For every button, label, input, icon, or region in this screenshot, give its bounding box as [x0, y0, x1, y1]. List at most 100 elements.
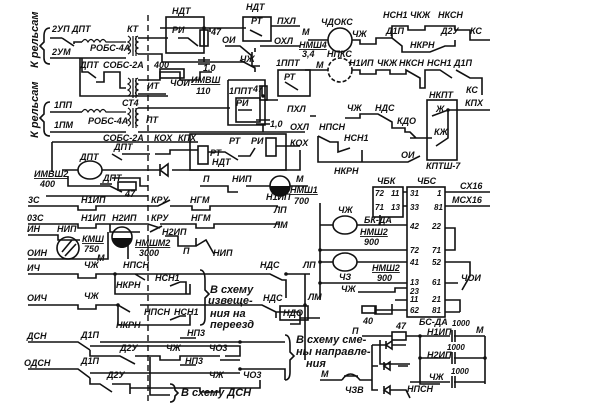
label: М	[316, 60, 324, 70]
label: 3000	[139, 248, 159, 258]
label: 700	[294, 196, 309, 206]
wire	[28, 274, 320, 360]
wire	[362, 330, 486, 388]
pin-label: 22	[431, 222, 441, 231]
label: ЧЖ	[338, 205, 353, 215]
relay-kmsh	[56, 236, 80, 260]
label: 1000	[447, 343, 465, 352]
pin-label: 72	[375, 189, 384, 198]
label: ОХЛ	[290, 122, 310, 132]
label: КПТШ-7	[426, 161, 461, 171]
label: ИЧ	[27, 263, 40, 273]
label: НДТ	[212, 157, 232, 167]
label: РТ	[284, 72, 297, 82]
label: НСН1	[344, 133, 369, 143]
label: ЧЖ	[240, 54, 255, 64]
label: 3С	[28, 195, 40, 205]
relay-hatch	[61, 239, 77, 257]
label: 750	[84, 244, 99, 254]
label: РИ	[172, 25, 185, 35]
label: ЧКЖ	[377, 58, 398, 68]
label: НДС	[260, 260, 280, 270]
label: 1ППТ	[229, 86, 254, 96]
label: ЧЖ	[84, 291, 99, 301]
label: НИП	[57, 224, 77, 234]
label: КЖ	[434, 127, 449, 137]
label: ЧЖ	[209, 370, 224, 380]
pin-label: 81	[434, 203, 443, 212]
label: Н1ИП	[81, 213, 106, 223]
label: НПКС	[327, 49, 352, 59]
label: НДТ	[246, 2, 266, 12]
label: РИ	[236, 98, 249, 108]
label: ЛМ	[273, 220, 288, 230]
wire	[28, 199, 278, 211]
label: ЛП	[302, 260, 316, 270]
label: ЧЖ	[347, 103, 362, 113]
label: ДСН	[26, 331, 47, 341]
label: Д1П	[80, 356, 100, 366]
rail-bracket-bottom	[38, 101, 51, 137]
label: ДПТ	[71, 24, 92, 34]
label: ОИЧ	[27, 293, 47, 303]
pin-label: 52	[432, 258, 441, 267]
label: НДС	[263, 293, 283, 303]
label: СХ16	[460, 181, 483, 191]
label: СОБС-2А	[103, 133, 144, 143]
label: НКРН	[334, 166, 359, 176]
label: КТ	[127, 24, 140, 34]
wire	[62, 150, 301, 193]
note-direction-change: ны направле-	[296, 346, 371, 358]
label: МСХ16	[452, 195, 483, 205]
label: СОБС-2А	[103, 60, 144, 70]
pin-label: 71	[432, 246, 441, 255]
note-crossing-notification: ния на	[210, 308, 246, 320]
label: 1000	[452, 319, 470, 328]
label: НДТ	[172, 6, 192, 16]
label: ДПТ	[102, 173, 123, 183]
label: НКРН	[116, 320, 141, 330]
label: ДПТ	[79, 152, 100, 162]
pin-label: 13	[410, 278, 419, 287]
label: ЛП	[273, 205, 287, 215]
label: РИ	[251, 136, 264, 146]
label: Д2У	[440, 26, 460, 36]
label: КОХ	[154, 133, 173, 143]
label: ИМВШ	[191, 75, 220, 85]
label: ПХЛ	[277, 16, 296, 26]
label: РТ	[251, 16, 264, 26]
label: 1,0	[203, 63, 216, 73]
label: 40	[362, 316, 373, 326]
label: 1ПМ	[54, 120, 73, 130]
resistor	[117, 181, 137, 191]
relay-dpt	[77, 160, 103, 180]
label: НКПТ	[429, 90, 455, 100]
relay-ndo-box	[279, 305, 309, 321]
label: 47	[252, 84, 264, 94]
label: 47	[124, 189, 136, 199]
label: ЛМ	[307, 292, 322, 302]
relay-ri-box	[235, 97, 261, 123]
label: П	[183, 246, 190, 256]
label: НСН1	[155, 273, 180, 283]
label: ОХЛ	[274, 36, 294, 46]
label: 2УП	[51, 24, 70, 34]
label: КРУ	[151, 213, 169, 223]
label: Д2У	[119, 343, 139, 353]
label: Н2ИП	[162, 227, 187, 237]
labels: К рельсам К рельсам 2УП ДПТ 2УМ РОБС-4А …	[24, 2, 484, 399]
label: ЧЖ	[84, 260, 99, 270]
label: 1000	[451, 367, 469, 376]
pin-label: 1	[437, 189, 442, 198]
label: НИП	[213, 248, 233, 258]
label: КОХ	[290, 138, 309, 148]
pin-label: 11	[410, 295, 419, 304]
wire	[50, 37, 82, 47]
pin-label: 71	[375, 203, 384, 212]
label: Н2ИП	[427, 350, 452, 360]
label: М	[296, 174, 304, 184]
note-crossing-notification: переезд	[210, 319, 254, 331]
pin-label: 31	[410, 189, 419, 198]
label: КРУ	[151, 195, 169, 205]
